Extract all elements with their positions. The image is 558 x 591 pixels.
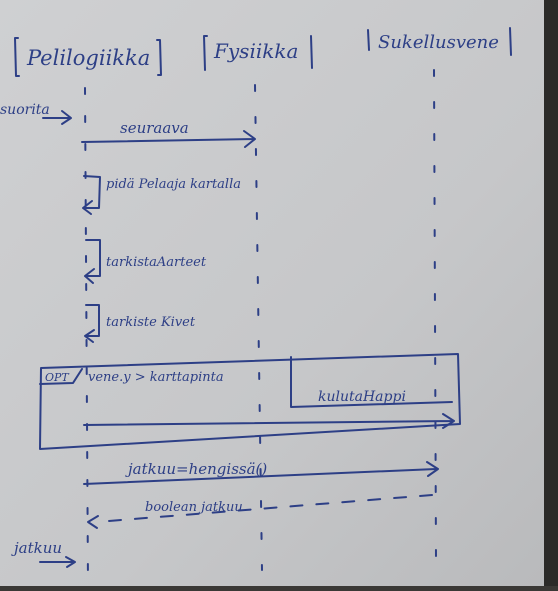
message-jatkuu-hengissa: jatkuu=hengissä() <box>83 460 439 485</box>
opt-guard: vene.y > karttapinta <box>88 370 224 385</box>
participant-pelilogiikka: Pelilogiikka <box>14 37 162 77</box>
participant-fysiikka: Fysiikka <box>203 35 313 71</box>
self-call-tarkista-kivet: tarkiste Kivet <box>84 304 196 343</box>
desk-edge <box>544 0 558 591</box>
return-boolean-jatkuu: boolean jatkuu <box>87 494 433 529</box>
message-kuluta-happi: kulutaHappi <box>83 389 455 429</box>
message-label: tarkistaAarteet <box>106 255 207 270</box>
self-call-tarkista-aarteet: tarkistaAarteet <box>84 239 207 284</box>
message-label: suorita <box>0 102 50 118</box>
message-label: kulutaHappi <box>318 389 406 405</box>
message-label: seuraava <box>120 119 189 137</box>
paper-sheet <box>0 0 544 586</box>
participant-sukellusvene: Sukellusvene <box>367 27 512 56</box>
opt-fragment: OPT vene.y > karttapinta <box>39 353 461 450</box>
opt-operator: OPT <box>45 371 70 384</box>
opt-tag <box>39 368 83 385</box>
message-suorita: suorita <box>0 102 72 125</box>
message-label: tarkiste Kivet <box>106 315 196 330</box>
participant-label: Fysiikka <box>213 39 298 63</box>
desk-bottom <box>0 586 558 591</box>
return-jatkuu: jatkuu <box>11 539 76 568</box>
message-label: jatkuu <box>11 539 62 557</box>
self-call-pida-pelaaja-kartalla: pidä Pelaaja kartalla <box>82 175 241 215</box>
message-label: boolean jatkuu <box>145 500 243 515</box>
participant-label: Pelilogiikka <box>26 46 150 70</box>
opt-inner-box <box>290 356 453 408</box>
message-label: jatkuu=hengissä() <box>125 460 267 478</box>
participant-label: Sukellusvene <box>378 32 499 53</box>
message-label: pidä Pelaaja kartalla <box>106 177 241 192</box>
message-seuraava: seuraava <box>81 119 256 148</box>
